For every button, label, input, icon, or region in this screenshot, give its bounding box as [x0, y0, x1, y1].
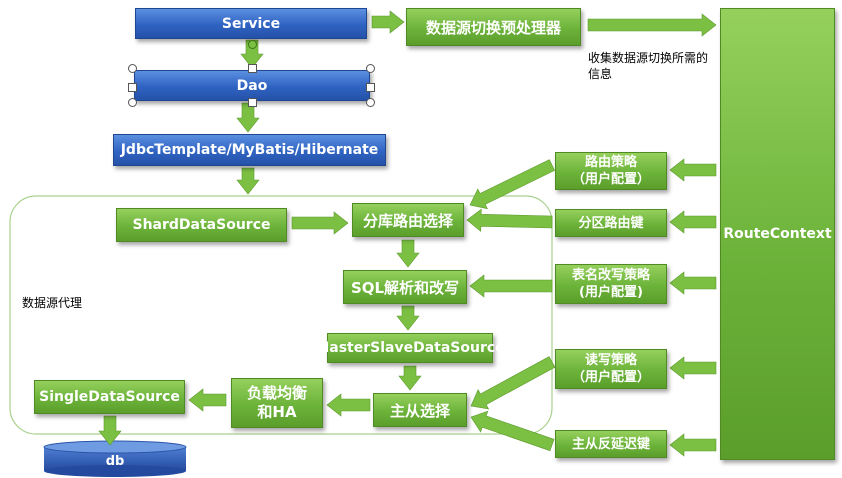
arrow-orm-proxy — [236, 167, 260, 195]
route-context-box: RouteContext — [720, 8, 835, 460]
arrows-layer — [98, 10, 717, 457]
collect-note: 收集数据源切换所需的信息 — [588, 51, 709, 81]
arrow-rc-routing-strategy — [669, 158, 717, 182]
master-slave-datasource-box: MasterSlaveDataSource — [315, 333, 505, 363]
arrow-rw-strategy-msselect — [470, 356, 556, 410]
selection-handle[interactable] — [366, 83, 375, 92]
proxy-label: 数据源代理 — [22, 296, 83, 310]
selection-handle[interactable] — [248, 64, 257, 73]
load-balance-box: 负载均衡和HA — [231, 378, 323, 428]
shard-datasource-box: ShardDataSource — [116, 208, 287, 242]
selection-handle[interactable] — [366, 64, 375, 73]
db-label: db — [105, 454, 125, 469]
arrow-preprocessor-routecontext — [587, 13, 717, 37]
arrow-dao-orm — [236, 102, 260, 133]
table-rewrite-box: 表名改写策略 (用户配置) — [555, 264, 667, 304]
arrow-dbrouting-sqlrewrite — [396, 239, 420, 268]
service-box: Service — [135, 8, 367, 39]
db-cylinder — [43, 440, 187, 477]
arrow-select-loadbalance — [326, 393, 371, 417]
selection-handle[interactable] — [128, 98, 137, 107]
master-slave-select-box: 主从选择 — [373, 393, 467, 427]
arrow-single-db — [98, 415, 122, 446]
rw-strategy-box: 读写策略 （用户配置） — [555, 349, 667, 389]
proxy-container — [9, 195, 553, 435]
arrow-sqlrewrite-masterslave — [396, 305, 420, 331]
db-routing-box: 分库路由选择 — [352, 203, 464, 237]
orm-box: JdbcTemplate/MyBatis/Hibernate — [113, 134, 386, 166]
selection-handle[interactable] — [128, 83, 137, 92]
arrow-shard-dbrouting — [291, 211, 349, 235]
arrow-partition-key-dbrouting — [466, 208, 553, 232]
dao-box[interactable]: Dao — [134, 70, 370, 101]
single-datasource-box: SingleDataSource — [34, 380, 185, 414]
sql-rewrite-box: SQL解析和改写 — [343, 270, 467, 304]
replication-delay-box: 主从反延迟键 — [555, 430, 667, 458]
selection-handle[interactable] — [366, 98, 375, 107]
arrow-rc-table-rewrite — [669, 271, 717, 295]
routing-strategy-box: 路由策略 （用户配置） — [555, 152, 667, 190]
arrow-loadbalance-single — [188, 388, 227, 412]
arrow-rc-partition-key — [669, 210, 717, 234]
preprocessor-box: 数据源切换预处理器 — [406, 8, 581, 46]
arrow-rc-replication-delay — [669, 433, 717, 457]
arrow-table-rewrite-sqlrewrite — [469, 274, 553, 298]
rotation-handle[interactable] — [248, 40, 257, 49]
selection-handle[interactable] — [248, 98, 257, 107]
selection-handle[interactable] — [128, 64, 137, 73]
arrow-replication-delay-msselect — [470, 410, 555, 452]
arrow-service-preprocessor — [371, 10, 405, 34]
arrow-routing-strategy-dbrouting — [469, 159, 555, 210]
arrow-service-dao — [240, 39, 264, 69]
arrow-rc-rw-strategy — [669, 356, 717, 380]
arrow-masterslave-select — [398, 365, 422, 391]
partition-key-box: 分区路由键 — [555, 209, 667, 237]
